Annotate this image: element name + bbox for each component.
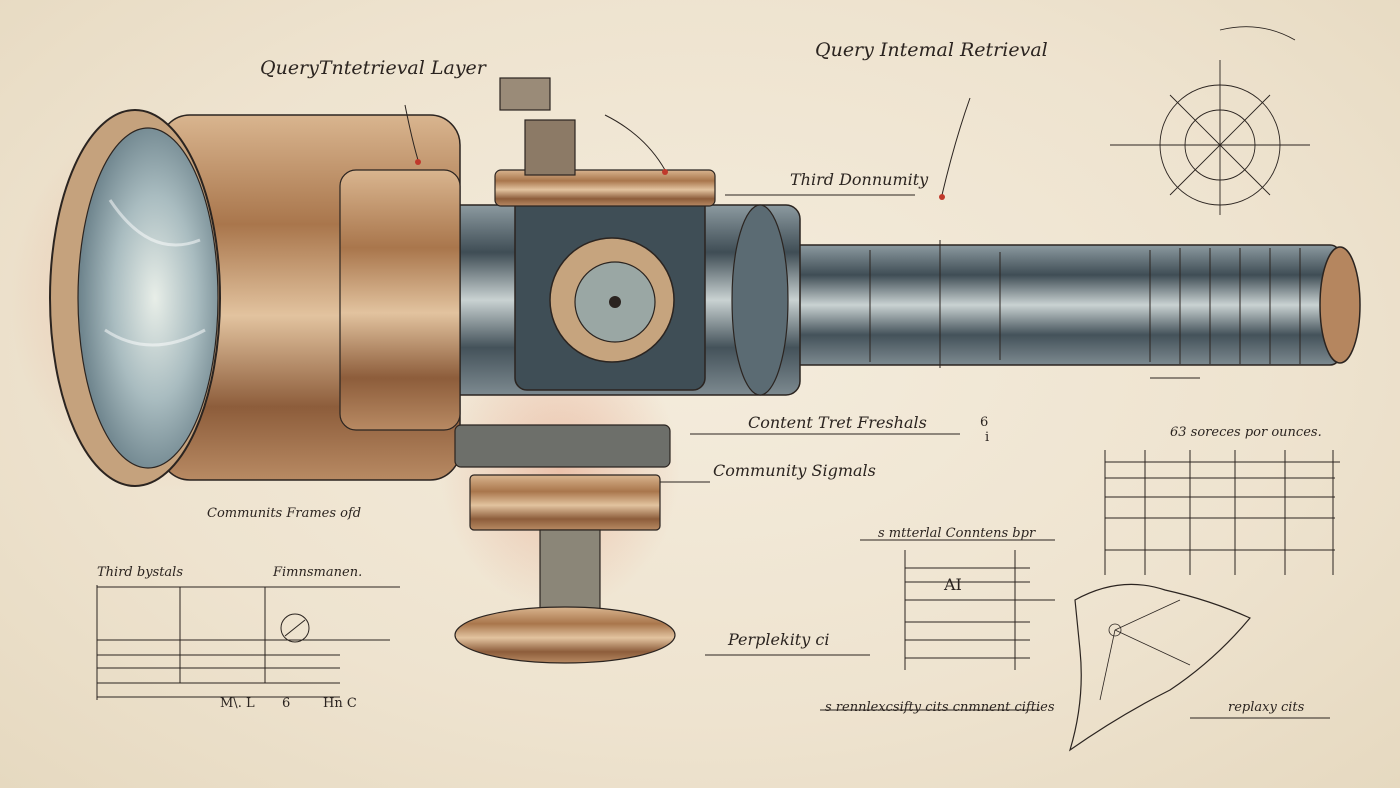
tick-label-ml: M\. L xyxy=(220,696,255,711)
eyepiece-tube xyxy=(779,244,1341,366)
top-turret xyxy=(524,119,576,176)
label-third-community: Third Donnumity xyxy=(790,170,929,189)
label-frames: Fimnsmanen. xyxy=(273,565,363,580)
barrel-collar xyxy=(339,169,461,431)
mark-6: 6 xyxy=(980,415,989,430)
compass-rose xyxy=(1110,26,1310,215)
mount-base xyxy=(454,606,676,664)
tick-label-6: 6 xyxy=(282,696,291,711)
turret-knob xyxy=(499,77,551,111)
label-content-thresholds: Content Tret Freshals xyxy=(748,413,927,432)
mount-collar xyxy=(454,424,671,468)
middle-graph xyxy=(904,550,1055,670)
label-communities-frames: Communits Frames ofd xyxy=(207,506,362,521)
left-graph xyxy=(96,585,400,700)
objective-lens xyxy=(77,127,219,469)
tick-label-hnc: Hn C xyxy=(323,696,357,711)
middle-ring xyxy=(731,204,789,396)
mount-pillar xyxy=(539,529,601,621)
label-query-retrieval-layer: QueryTntetrieval Layer xyxy=(260,57,486,79)
label-material-contents: s mtterlal Conntens bpr xyxy=(878,526,1036,541)
eyepiece-cap xyxy=(1319,246,1361,364)
eyepiece-rings xyxy=(869,240,1301,368)
label-third-signals: Third bystals xyxy=(97,565,184,580)
wash-center xyxy=(440,330,680,610)
lens-glare xyxy=(104,199,206,347)
label-query-internal-retrieval: Query Intemal Retrieval xyxy=(815,39,1048,61)
label-sources-per-ounces: 63 soreces por ounces. xyxy=(1170,425,1322,440)
focus-dial-center xyxy=(609,296,621,308)
top-plate xyxy=(494,169,716,207)
mount-gear xyxy=(469,474,661,531)
label-replaxy-cits: replaxy cits xyxy=(1228,700,1305,715)
label-perplexity: Perplekity ci xyxy=(728,630,830,649)
mark-i: i xyxy=(985,430,990,445)
label-ai: AI xyxy=(944,575,962,594)
label-rennlexeity-cits: s rennlexcsifty cits cnmnent cifties xyxy=(825,700,1055,715)
map-lines xyxy=(1099,599,1191,701)
map-sketch xyxy=(1068,583,1251,752)
label-community-signals: Community Sigmals xyxy=(713,461,876,480)
leader-lines xyxy=(404,97,1330,719)
right-table xyxy=(1104,450,1340,575)
red-markers xyxy=(415,159,945,200)
